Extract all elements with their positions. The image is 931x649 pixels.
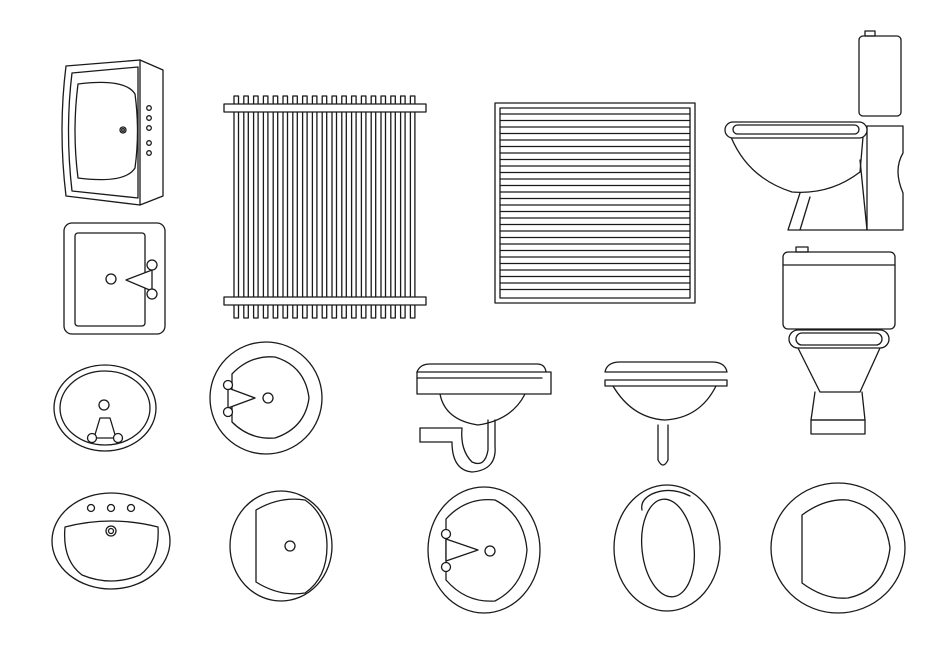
- radiator-fin: [409, 95, 416, 319]
- radiator-fin: [292, 95, 298, 319]
- radiator-fin: [282, 95, 289, 319]
- radiator-fin: [262, 95, 269, 319]
- pedestal-sink-top-view-icon: [61, 59, 164, 206]
- toilet-front-view-icon: [782, 246, 896, 435]
- radiator-fin: [350, 95, 357, 319]
- oval-basin-top-icon: [229, 490, 333, 602]
- wall-sink-side-icon: [604, 361, 728, 466]
- round-sink-faucet-left-icon: [427, 486, 541, 614]
- radiator-fin: [380, 95, 387, 319]
- radiator-fin: [252, 95, 259, 319]
- radiator-fin: [272, 95, 279, 319]
- wall-sink-with-trap-side-icon: [416, 363, 552, 473]
- radiator-fin: [301, 95, 308, 319]
- radiator-fin: [311, 95, 318, 319]
- radiator-fin: [390, 95, 396, 319]
- round-sink-with-faucet-icon: [209, 341, 323, 455]
- toilet-side-view-icon: [724, 30, 904, 231]
- radiator-fin: [233, 95, 240, 319]
- radiator-fin: [341, 95, 347, 319]
- oval-ring-basin-icon: [613, 484, 721, 612]
- radiator-fin: [331, 95, 338, 319]
- oval-sink-with-faucet-icon: [53, 364, 157, 452]
- louver-grille-icon: [494, 102, 696, 304]
- radiator-fin: [243, 95, 249, 319]
- radiator-fin: [321, 95, 328, 319]
- square-vanity-sink-icon: [63, 222, 166, 335]
- radiator-fin: [360, 95, 367, 319]
- round-basin-top-icon: [770, 482, 906, 614]
- radiator-fin: [370, 95, 377, 319]
- radiator-fin: [399, 95, 406, 319]
- oval-drop-in-sink-icon: [51, 492, 171, 590]
- radiator-front-icon: [223, 95, 427, 319]
